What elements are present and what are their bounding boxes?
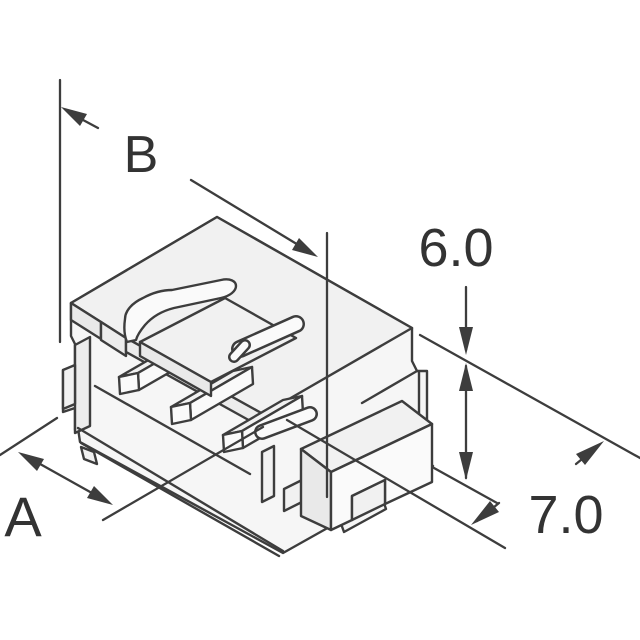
block-notch-inner bbox=[350, 478, 387, 522]
height-arrowhead-up bbox=[459, 363, 473, 391]
dimension-b: B bbox=[58, 78, 329, 499]
blade3-fill bbox=[256, 408, 316, 438]
a-arrowhead-left bbox=[18, 452, 44, 471]
housing-chamfer-face bbox=[99, 320, 128, 358]
contact-blades bbox=[123, 278, 318, 440]
housing-side-lug bbox=[61, 363, 77, 411]
dim-height-label: 6.0 bbox=[418, 218, 493, 278]
height-arrowhead-leader bbox=[459, 327, 473, 355]
height-ext-line-top bbox=[418, 333, 640, 460]
dimension-depth: 7.0 bbox=[285, 418, 604, 550]
solder-tab-block bbox=[260, 399, 434, 532]
height-ext-line-bottom bbox=[432, 466, 499, 505]
depth-arrowhead-right bbox=[576, 441, 604, 465]
dimension-height: 6.0 bbox=[418, 218, 640, 505]
dimension-a: A bbox=[0, 416, 265, 548]
pin1-end bbox=[117, 371, 141, 396]
b-arrowhead-right bbox=[292, 238, 318, 257]
dim-b-label: B bbox=[124, 126, 159, 184]
cavity-floor-edge bbox=[93, 384, 252, 476]
dim-depth-label: 7.0 bbox=[528, 485, 603, 545]
blade2-tail-fill bbox=[230, 341, 249, 361]
pin3-foot-tab bbox=[260, 444, 276, 504]
height-arrowhead-down bbox=[459, 452, 473, 480]
blade2-shelf-front bbox=[138, 340, 213, 398]
blade1-comma bbox=[123, 278, 238, 344]
base-left-foot bbox=[79, 445, 99, 466]
depth-ext-line-long bbox=[285, 418, 507, 550]
pin2-end bbox=[169, 401, 193, 426]
b-arrowhead-left bbox=[61, 107, 87, 126]
a-extension-line-left bbox=[0, 416, 59, 457]
depth-arrowhead-left bbox=[471, 501, 499, 525]
b-arrow-shaft-right bbox=[189, 178, 302, 248]
a-extension-line-right bbox=[101, 425, 265, 522]
housing-left-wall bbox=[73, 335, 92, 435]
dim-a-label: A bbox=[4, 485, 42, 548]
a-arrowhead-right bbox=[87, 486, 113, 505]
